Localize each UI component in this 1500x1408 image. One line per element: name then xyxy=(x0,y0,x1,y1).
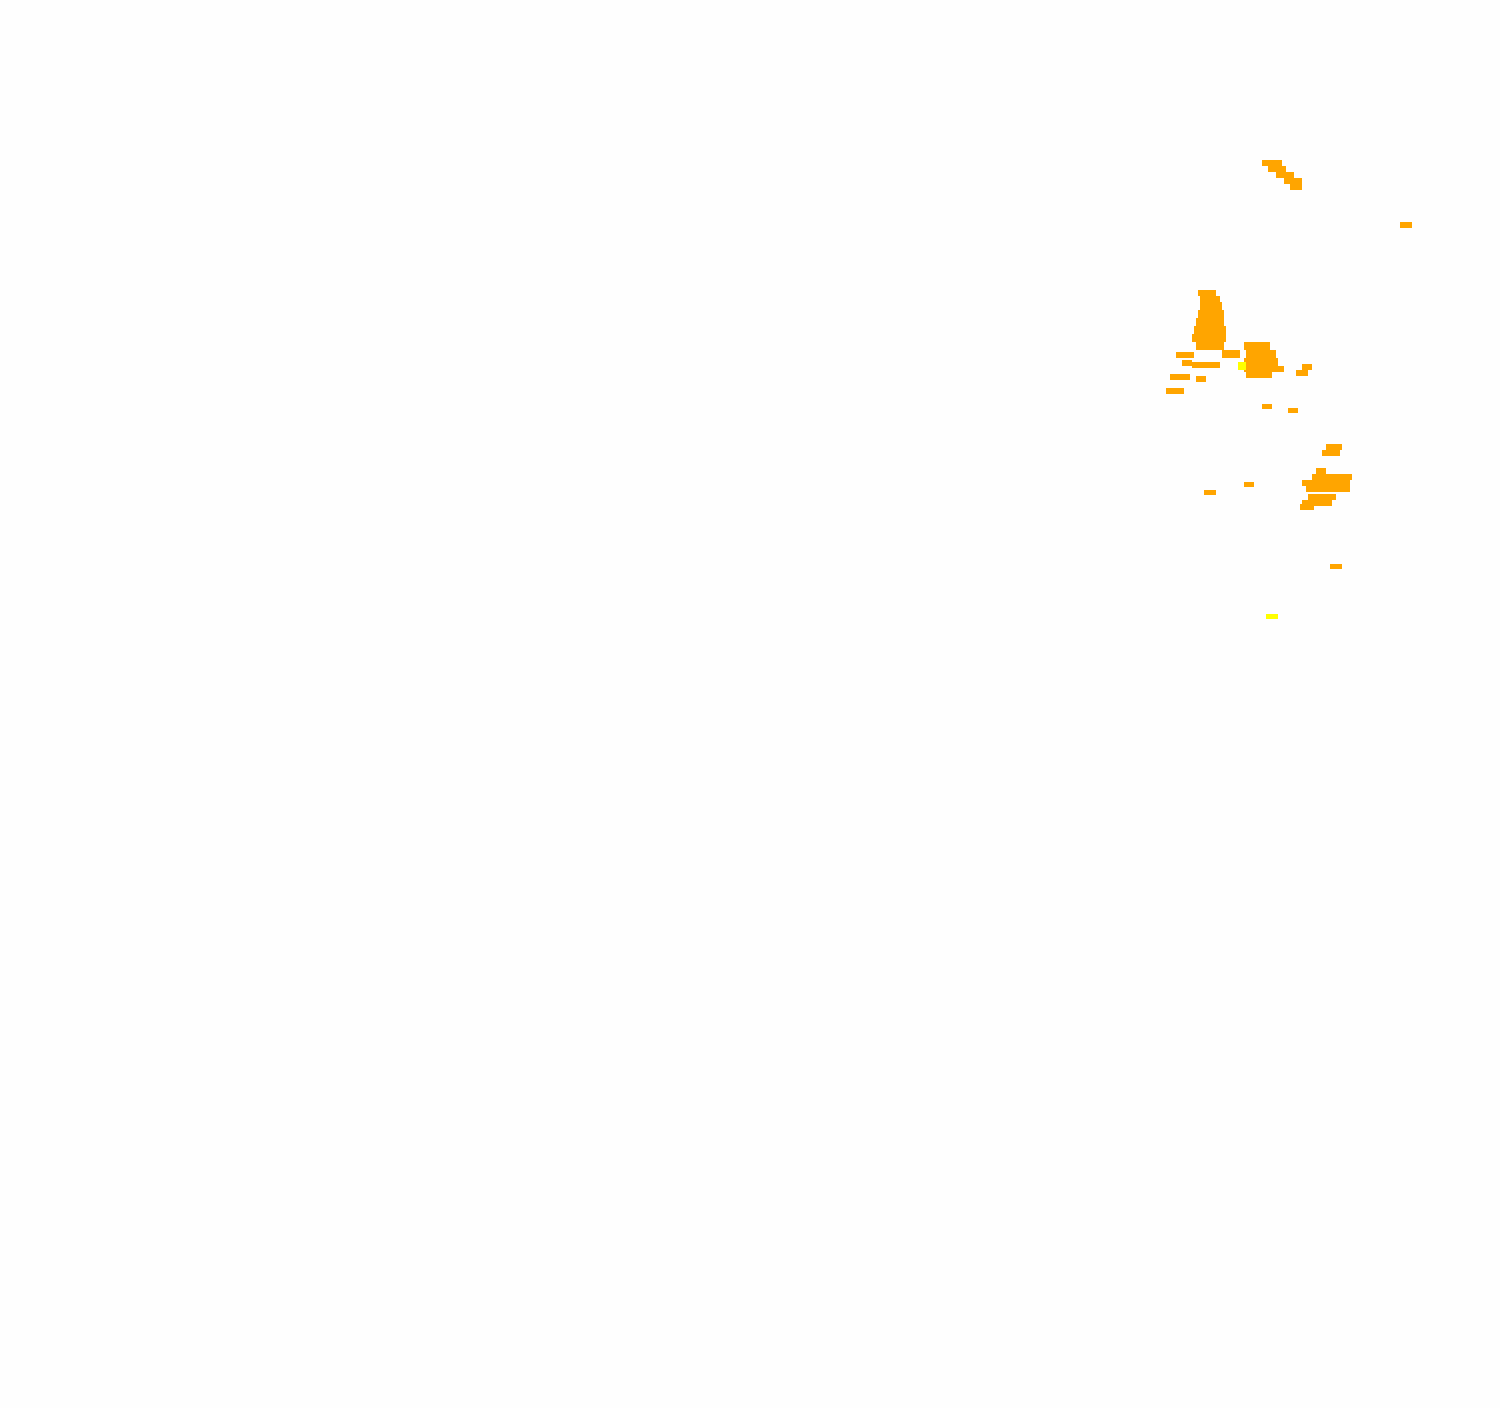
precip-cell-moderate xyxy=(1166,388,1184,394)
precip-cell-moderate xyxy=(1244,366,1284,372)
precip-cell-moderate xyxy=(1170,374,1190,380)
precip-cell-moderate xyxy=(1204,490,1216,495)
precip-cell-moderate xyxy=(1320,480,1350,486)
precip-cell-moderate xyxy=(1316,468,1326,474)
precip-cell-moderate xyxy=(1246,350,1276,358)
precip-cell-moderate xyxy=(1312,474,1324,480)
precip-cell-moderate xyxy=(1182,360,1192,366)
precip-cell-moderate xyxy=(1262,404,1272,409)
precip-cell-moderate xyxy=(1198,310,1224,318)
precipitation-cells xyxy=(1166,160,1412,619)
precip-cell-moderate xyxy=(1268,166,1286,172)
precip-cell-moderate xyxy=(1330,564,1342,569)
precip-cell-moderate xyxy=(1196,318,1224,326)
precip-cell-moderate xyxy=(1290,184,1302,190)
precip-cell-moderate xyxy=(1176,352,1194,358)
precip-cell-moderate xyxy=(1302,500,1332,506)
precip-cell-moderate xyxy=(1246,372,1272,378)
precip-cell-moderate xyxy=(1300,504,1314,510)
precip-cell-light xyxy=(1266,614,1278,619)
precip-cell-moderate xyxy=(1322,450,1340,456)
precip-cell-moderate xyxy=(1244,358,1278,366)
precip-cell-moderate xyxy=(1326,444,1342,450)
precip-cell-moderate xyxy=(1194,326,1226,334)
precip-cell-moderate xyxy=(1192,362,1220,368)
precip-cell-moderate xyxy=(1302,480,1324,486)
precip-cell-moderate xyxy=(1262,160,1282,166)
precip-cell-moderate xyxy=(1196,376,1206,382)
precip-cell-moderate xyxy=(1200,302,1222,310)
precip-cell-light xyxy=(1238,362,1246,370)
precip-cell-moderate xyxy=(1288,408,1298,413)
precip-cell-moderate xyxy=(1308,494,1336,500)
precip-cell-moderate xyxy=(1302,364,1312,370)
precip-cell-moderate xyxy=(1400,222,1412,228)
precip-cell-moderate xyxy=(1196,342,1224,350)
precip-cell-moderate xyxy=(1306,486,1350,492)
precip-cell-moderate xyxy=(1244,482,1254,487)
precip-cell-moderate xyxy=(1244,342,1270,350)
precip-cell-moderate xyxy=(1192,334,1226,342)
precip-cell-moderate xyxy=(1198,290,1216,296)
precip-cell-moderate xyxy=(1296,370,1308,376)
precip-cell-moderate xyxy=(1324,474,1352,480)
precip-cell-moderate xyxy=(1284,178,1302,184)
precip-cell-moderate xyxy=(1222,350,1240,358)
precip-cell-moderate xyxy=(1276,172,1294,178)
precip-cell-moderate xyxy=(1200,296,1220,302)
